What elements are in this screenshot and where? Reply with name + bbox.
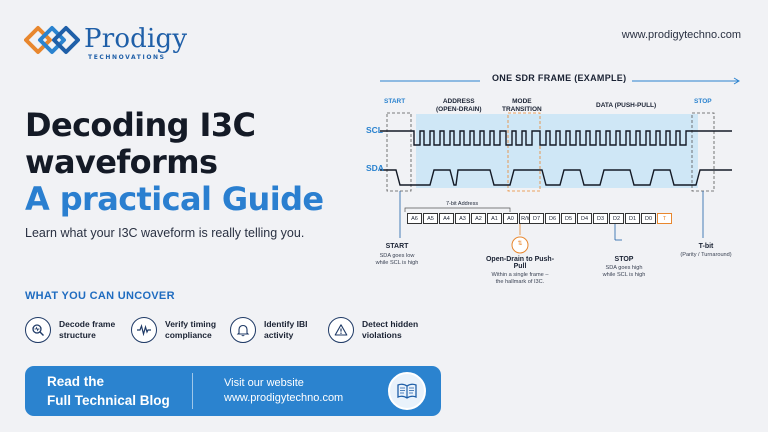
annotation-open-drain-push-pull: Open-Drain to Push-Pull Within a single …: [480, 256, 560, 286]
feature-label: Verify timing compliance: [165, 319, 217, 340]
phase-address-line-1: ADDRESS: [442, 98, 475, 105]
uncover-heading: WHAT YOU CAN UNCOVER: [25, 290, 175, 302]
data-bit: D4: [577, 213, 592, 224]
transition-marker-icon: [511, 236, 529, 254]
annotation-odpp-line-1: Within a single frame –: [491, 272, 549, 278]
phase-mode: MODE TRANSITION: [502, 98, 542, 113]
annotation-start: START SDA goes low while SCL is high: [372, 243, 422, 267]
phase-start: START: [384, 98, 406, 105]
cta-right-line-1: Visit our website: [224, 377, 304, 389]
annotation-start-title: START: [385, 243, 409, 250]
data-bit: D5: [561, 213, 576, 224]
t-bit: T: [657, 213, 672, 224]
address-bracket: [404, 207, 511, 212]
address-bit: A0: [503, 213, 518, 224]
cta-divider: [192, 373, 193, 409]
prodigy-logo-icon: [24, 26, 80, 54]
annotation-odpp-line-2: the hallmark of I3C.: [495, 279, 545, 285]
phase-address: ADDRESS (OPEN-DRAIN): [436, 98, 482, 113]
cta-left-line-1: Read the: [47, 374, 105, 389]
address-bit: A5: [423, 213, 438, 224]
brand-tagline: TECHNOVATIONS: [88, 54, 166, 61]
feature-decode-frame: Decode frame structure: [25, 315, 131, 345]
feature-label: Identify IBI activity: [264, 319, 308, 340]
frame-highlight: [416, 114, 698, 188]
annotation-odpp-title: Open-Drain to Push-Pull: [485, 256, 555, 270]
annotation-stop-line-2: while SCL is high: [602, 272, 646, 278]
feature-label: Decode frame structure: [59, 319, 116, 340]
annotation-tbit-line-1: (Parity / Turnaround): [680, 252, 732, 258]
data-bit: D3: [593, 213, 608, 224]
header-website-link[interactable]: www.prodigytechno.com: [621, 29, 741, 41]
brand-name: Prodigy: [84, 24, 188, 54]
address-bit: A3: [455, 213, 470, 224]
address-bit: A2: [471, 213, 486, 224]
waveform-diagram: [380, 77, 740, 254]
title-line-3: A practical Guide: [25, 180, 324, 218]
feature-verify-timing: Verify timing compliance: [131, 315, 237, 345]
annotation-tbit-title: T-bit: [698, 243, 714, 250]
annotation-t-bit: T-bit (Parity / Turnaround): [676, 243, 736, 259]
frame-title: ONE SDR FRAME (EXAMPLE): [492, 73, 627, 83]
annotation-stop-title: STOP: [614, 256, 634, 263]
annotation-start-line-2: while SCL is high: [375, 260, 419, 266]
address-bit: A4: [439, 213, 454, 224]
phase-mode-line-1: MODE: [512, 98, 532, 105]
magnify-icon: [25, 317, 51, 343]
address-bit: A6: [407, 213, 422, 224]
transition-marker-glyph: ⇅: [517, 241, 523, 247]
data-bit: D1: [625, 213, 640, 224]
phase-data: DATA (PUSH-PULL): [596, 102, 657, 109]
warning-icon: [328, 317, 354, 343]
mode-transition-box: [507, 112, 541, 192]
data-bit: D0: [641, 213, 656, 224]
feature-detect-violations: Detect hidden violations: [328, 315, 434, 345]
cta-right-line-2: www.prodigytechno.com: [224, 392, 344, 404]
sda-label: SDA: [366, 163, 384, 173]
data-bits: D7 D6 D5 D4 D3 D2 D1 D0 T: [529, 213, 672, 224]
bell-icon: [230, 317, 256, 343]
address-label: 7-bit Address: [446, 201, 479, 207]
feature-label: Detect hidden violations: [362, 319, 419, 340]
sda-waveform: [380, 169, 732, 186]
waveform-icon: [131, 317, 157, 343]
title-line-1: Decoding I3C: [25, 106, 256, 144]
scl-waveform: [380, 130, 732, 146]
page-title: Decoding I3C waveforms: [25, 106, 256, 181]
data-bit: D6: [545, 213, 560, 224]
read-blog-button[interactable]: Read the Full Technical Blog: [47, 372, 170, 410]
page-subtitle: Learn what your I3C waveform is really t…: [25, 226, 305, 240]
title-line-2: waveforms: [25, 143, 218, 181]
cta-banner[interactable]: [25, 366, 441, 416]
phase-stop: STOP: [694, 98, 712, 105]
address-bits: A6 A5 A4 A3 A2 A1 A0 R/W: [407, 213, 534, 224]
phase-address-line-2: (OPEN-DRAIN): [436, 105, 482, 113]
annotation-start-line-1: SDA goes low: [379, 253, 415, 259]
visit-website-link[interactable]: Visit our website www.prodigytechno.com: [224, 376, 343, 406]
book-icon: [388, 372, 426, 410]
start-box: [386, 112, 412, 192]
data-bit: D2: [609, 213, 624, 224]
address-bit: A1: [487, 213, 502, 224]
annotation-stop: STOP SDA goes high while SCL is high: [596, 256, 652, 279]
feature-identify-ibi: Identify IBI activity: [230, 315, 336, 345]
data-bit: D7: [529, 213, 544, 224]
cta-left-line-2: Full Technical Blog: [47, 393, 170, 408]
phase-mode-line-2: TRANSITION: [502, 105, 542, 113]
scl-label: SCL: [366, 125, 383, 135]
annotation-stop-line-1: SDA goes high: [605, 265, 643, 271]
